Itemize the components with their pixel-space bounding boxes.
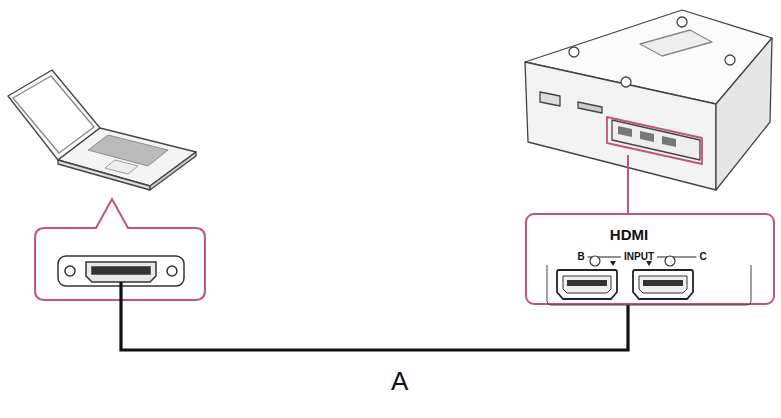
- hdmi-logo: HDMI: [610, 227, 648, 242]
- callout-leader: [627, 155, 629, 213]
- cable-label: A: [391, 368, 408, 394]
- screw-mark: [590, 256, 600, 266]
- port-panel: [547, 265, 751, 305]
- hdmi-port: [633, 270, 693, 299]
- laptop: [8, 70, 196, 190]
- laptop-hdmi-port: [58, 256, 184, 286]
- hdmi-port: [557, 270, 617, 299]
- port-indicator: [610, 261, 616, 266]
- hdmi-input-callout: HDMI B INPUT C: [525, 213, 775, 305]
- dash-line: [657, 256, 696, 257]
- projector: [525, 10, 772, 190]
- port-letter: C: [699, 252, 706, 262]
- port-letter: B: [577, 252, 584, 262]
- screw-mark: [665, 256, 675, 266]
- input-label: INPUT: [624, 252, 654, 262]
